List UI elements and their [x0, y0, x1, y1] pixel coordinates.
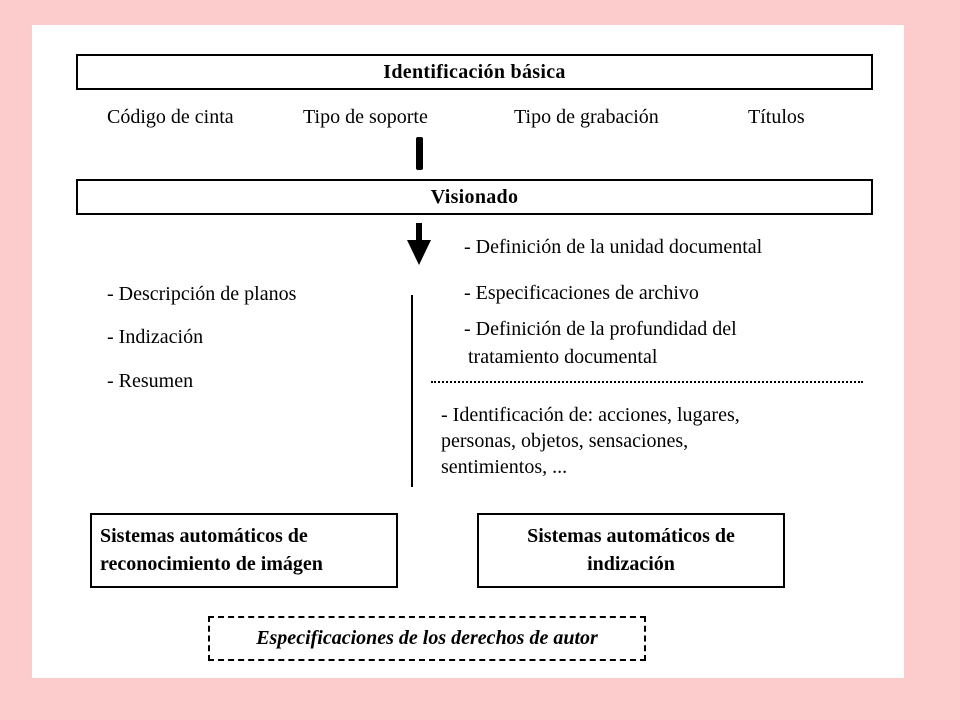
item-titulos: Títulos — [748, 106, 805, 128]
right-list-item-tratamiento: tratamiento documental — [468, 346, 658, 368]
item-tipo-de-soporte: Tipo de soporte — [303, 106, 428, 128]
reconocimiento-line-2: reconocimiento de imágen — [100, 553, 323, 575]
dotted-separator — [431, 381, 863, 383]
indizacion-line-2: indización — [587, 553, 675, 575]
reconocimiento-line-1: Sistemas automáticos de — [100, 525, 308, 547]
left-list-item-indizacion: - Indización — [107, 326, 204, 348]
item-tipo-de-grabacion: Tipo de grabación — [514, 106, 659, 128]
visionado-box: Visionado — [76, 179, 873, 215]
left-list-item-planos: - Descripción de planos — [107, 283, 297, 305]
identification-note-line-1: - Identificación de: acciones, lugares, — [441, 404, 740, 426]
right-list-item-unidad: - Definición de la unidad documental — [464, 236, 763, 258]
indizacion-line-1: Sistemas automáticos de — [527, 525, 735, 547]
slide-canvas: Identificación básica Código de cinta Ti… — [32, 25, 904, 678]
right-list-item-archivo: - Especificaciones de archivo — [464, 282, 699, 304]
reconocimiento-imagen-box: Sistemas automáticos de reconocimiento d… — [90, 513, 398, 588]
indizacion-box: Sistemas automáticos de indización — [477, 513, 785, 588]
identificacion-basica-box: Identificación básica — [76, 54, 873, 90]
vertical-divider — [411, 295, 413, 487]
visionado-title: Visionado — [430, 185, 519, 208]
item-codigo-de-cinta: Código de cinta — [107, 106, 234, 128]
derechos-de-autor-box: Especificaciones de los derechos de auto… — [208, 616, 646, 661]
derechos-de-autor-label: Especificaciones de los derechos de auto… — [256, 627, 598, 649]
identification-note: - Identificación de: acciones, lugares, … — [441, 402, 740, 480]
identification-note-line-2: personas, objetos, sensaciones, — [441, 430, 689, 452]
identificacion-basica-title: Identificación básica — [383, 60, 566, 83]
identification-note-line-3: sentimientos, ... — [441, 456, 568, 478]
connector-bar — [416, 137, 423, 170]
right-list-item-profundidad: - Definición de la profundidad del — [464, 318, 737, 340]
down-arrow-icon — [407, 223, 431, 265]
left-list-item-resumen: - Resumen — [107, 370, 194, 392]
